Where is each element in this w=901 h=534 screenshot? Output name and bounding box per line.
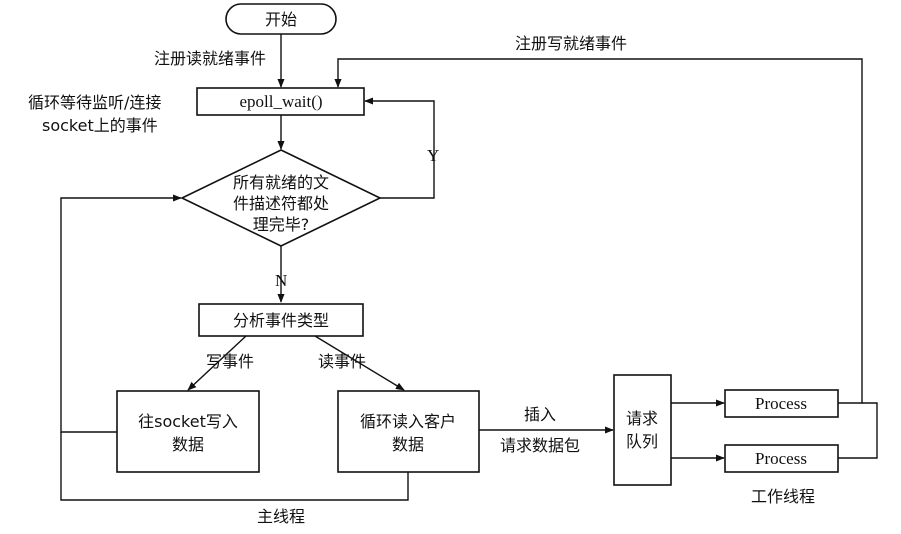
epoll-label: epoll_wait(): [239, 92, 322, 111]
decision-line-2: 件描述符都处: [233, 194, 329, 213]
start-terminal: [225, 3, 337, 35]
decision-line-1: 所有就绪的文: [233, 173, 329, 192]
insert-label-1: 插入: [524, 405, 556, 424]
loop-listen-label-2: socket上的事件: [42, 116, 158, 135]
read-line-1: 循环读入客户: [360, 412, 456, 431]
analyze-box: [198, 303, 364, 337]
edge-process1-register: [334, 58, 863, 404]
decision-diamond: [180, 149, 382, 247]
edge-read-loop: [60, 432, 409, 501]
write-line-2: 数据: [172, 435, 204, 454]
main-thread-label: 主线程: [257, 507, 305, 526]
start-label: 开始: [265, 10, 297, 29]
process-node-1: Process: [724, 389, 839, 418]
edge-decision-yes: [364, 97, 435, 199]
analyze-label: 分析事件类型: [233, 311, 329, 330]
edge-write-loop: [60, 194, 182, 433]
process-box-1: [724, 389, 839, 418]
write-event-label: 写事件: [206, 352, 254, 371]
edge-analyze-read: [314, 335, 405, 391]
no-label: N: [275, 271, 287, 290]
yes-label: Y: [427, 146, 439, 165]
register-write-label: 注册写就绪事件: [515, 34, 627, 53]
decision-node: 所有就绪的文 件描述符都处 理完毕?: [180, 149, 382, 247]
connectors: [60, 34, 878, 501]
loop-listen-label-1: 循环等待监听/连接: [28, 93, 161, 112]
process-box-2: [724, 444, 839, 473]
process-label-1: Process: [755, 394, 807, 413]
queue-line-2: 队列: [626, 432, 658, 451]
edge-analyze-write: [187, 335, 247, 391]
read-box: [337, 390, 480, 473]
edge-process2-register: [838, 402, 878, 459]
insert-label-2: 请求数据包: [500, 436, 580, 455]
decision-line-3: 理完毕?: [253, 215, 310, 234]
write-line-1: 往socket写入: [138, 412, 238, 431]
worker-thread-label: 工作线程: [751, 487, 815, 506]
read-node: 循环读入客户 数据: [337, 390, 480, 473]
start-node: 开始: [225, 3, 337, 35]
read-event-label: 读事件: [318, 352, 366, 371]
queue-node: 请求 队列: [613, 374, 672, 486]
epoll-box: [196, 87, 365, 116]
read-line-2: 数据: [392, 435, 424, 454]
write-node: 往socket写入 数据: [116, 390, 260, 473]
process-node-2: Process: [724, 444, 839, 473]
analyze-node: 分析事件类型: [198, 303, 364, 337]
queue-line-1: 请求: [626, 409, 658, 428]
register-read-label: 注册读就绪事件: [154, 49, 266, 68]
write-box: [116, 390, 260, 473]
epoll-node: epoll_wait(): [196, 87, 365, 116]
queue-box: [613, 374, 672, 486]
process-label-2: Process: [755, 449, 807, 468]
